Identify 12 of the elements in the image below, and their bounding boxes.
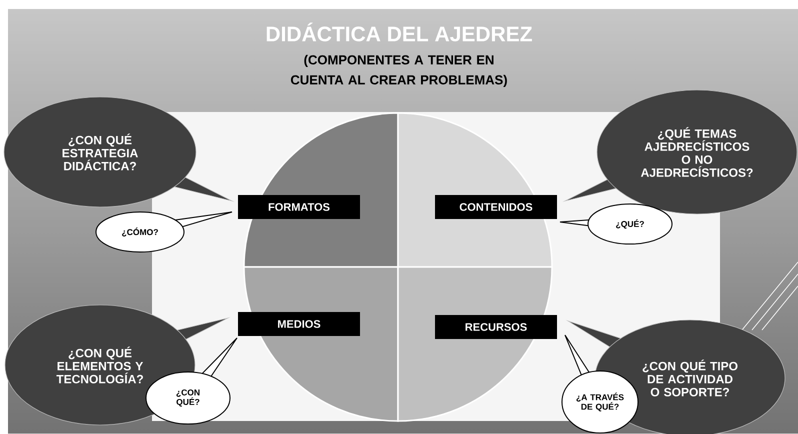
title: DIDÁCTICA DEL AJEDREZ — [266, 22, 532, 42]
speech-bubble: ¿CÓMO? — [96, 212, 232, 252]
label-box: RECURSOS — [435, 315, 557, 339]
speech-bubble: ¿CON QUÉ ESTRATEGIA DIDÁCTICA? — [4, 96, 234, 208]
label-box: MEDIOS — [238, 312, 360, 336]
speech-bubble: ¿QUÉ? — [560, 204, 672, 244]
speech-bubble: ¿CON QUÉ? — [146, 338, 238, 424]
label-box: CONTENIDOS — [435, 195, 557, 219]
speech-bubble: ¿A TRAVÉS DE QUÉ? — [562, 334, 638, 434]
subtitle: (COMPONENTES A TENER EN CUENTA AL CREAR PROBLEMAS) — [290, 54, 507, 88]
speech-bubble: ¿QUÉ TEMAS AJEDRECÍSTICOS O NO AJEDRECÍSTICOS? — [562, 90, 798, 214]
label-box: FORMATOS — [238, 195, 360, 219]
